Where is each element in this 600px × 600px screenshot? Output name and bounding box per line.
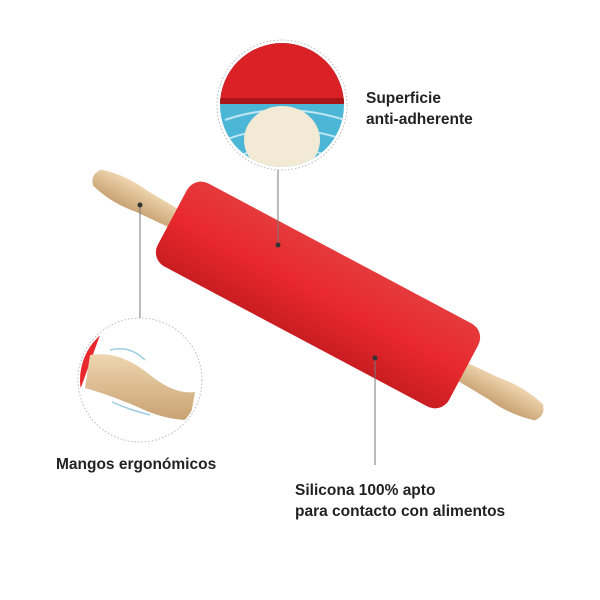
material-line2: para contacto con alimentos	[295, 503, 506, 520]
handles-callout-label: Mangos ergonómicos	[56, 454, 216, 475]
handles-line1: Mangos ergonómicos	[56, 456, 217, 473]
surface-callout-label: Superficie anti-adherente	[366, 88, 473, 130]
material-line1: Silicona 100% apto	[295, 482, 436, 499]
left-handle	[92, 169, 182, 229]
surface-detail-circle	[216, 39, 348, 171]
right-handle	[454, 361, 544, 421]
handle-detail-circle	[77, 317, 203, 443]
leader-lines	[139, 170, 376, 465]
silicone-barrel	[155, 181, 481, 409]
surface-line1: Superficie	[366, 90, 441, 107]
surface-line2: anti-adherente	[366, 111, 473, 128]
material-callout-label: Silicona 100% apto para contacto con ali…	[295, 480, 505, 522]
